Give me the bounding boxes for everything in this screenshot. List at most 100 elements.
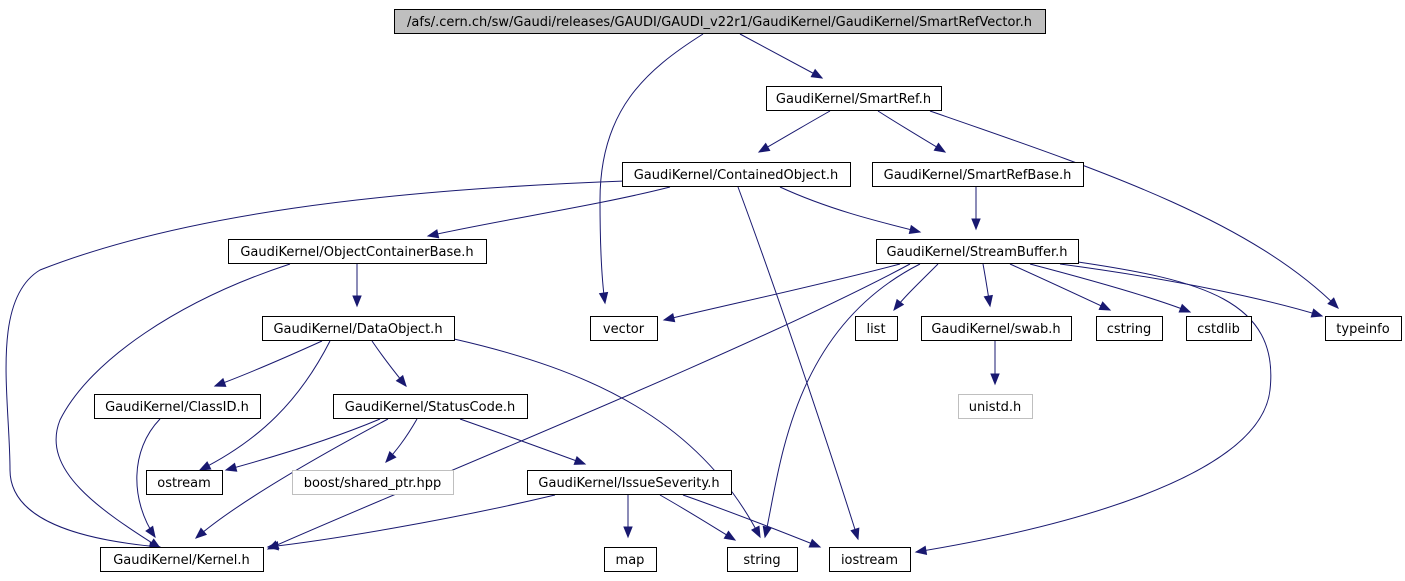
edge-contained-to-iostream <box>737 186 860 541</box>
node-list[interactable]: list <box>855 316 898 341</box>
node-label: GaudiKernel/DataObject.h <box>273 322 442 337</box>
edge-line <box>195 418 389 539</box>
arrowhead-icon <box>893 298 905 312</box>
node-box <box>394 9 1046 34</box>
node-box <box>921 316 1072 341</box>
node-streambuf[interactable]: GaudiKernel/StreamBuffer.h <box>876 239 1079 264</box>
edge-dataobject-to-statuscode <box>371 340 407 388</box>
node-ostream[interactable]: ostream <box>146 470 223 495</box>
edge-line <box>1059 263 1323 317</box>
arrowhead-icon <box>352 295 362 308</box>
node-box <box>527 470 732 495</box>
arrowhead-icon <box>623 526 633 539</box>
node-statuscode[interactable]: GaudiKernel/StatusCode.h <box>333 394 528 419</box>
node-label: unistd.h <box>969 400 1022 415</box>
edge-line <box>659 494 736 541</box>
arrowhead-icon <box>808 538 822 548</box>
edge-line <box>199 340 331 471</box>
arrowhead-icon <box>224 462 238 472</box>
edge-line <box>267 263 911 550</box>
node-swab[interactable]: GaudiKernel/swab.h <box>921 316 1072 341</box>
node-classid[interactable]: GaudiKernel/ClassID.h <box>94 394 261 419</box>
edge-line <box>758 110 831 153</box>
node-box <box>1096 316 1163 341</box>
node-box <box>146 470 223 495</box>
edge-line <box>459 418 586 465</box>
node-box <box>727 547 798 572</box>
node-issue[interactable]: GaudiKernel/IssueSeverity.h <box>527 470 732 495</box>
node-root[interactable]: /afs/.cern.ch/sw/Gaudi/releases/GAUDI/GA… <box>394 9 1046 34</box>
node-cstring[interactable]: cstring <box>1096 316 1163 341</box>
arrowhead-icon <box>145 525 156 539</box>
arrowhead-icon <box>198 461 212 471</box>
node-vector[interactable]: vector <box>590 316 658 341</box>
node-label: GaudiKernel/IssueSeverity.h <box>538 476 719 491</box>
arrowhead-icon <box>662 312 676 323</box>
node-box <box>872 162 1084 187</box>
edge-dataobject-to-ostream <box>198 340 331 471</box>
edge-line <box>1029 263 1191 313</box>
node-label: boost/shared_ptr.hpp <box>304 476 442 491</box>
edge-line <box>764 263 921 538</box>
node-box <box>100 547 264 572</box>
node-label: GaudiKernel/swab.h <box>931 322 1060 337</box>
arrowhead-icon <box>757 142 771 153</box>
node-iostream[interactable]: iostream <box>829 547 911 572</box>
node-contained[interactable]: GaudiKernel/ContainedObject.h <box>622 162 851 187</box>
arrowhead-icon <box>933 142 947 153</box>
edge-streambuf-to-cstring <box>1009 263 1112 311</box>
node-label: cstdlib <box>1197 322 1240 337</box>
arrowhead-icon <box>810 68 824 79</box>
node-box <box>829 547 911 572</box>
node-smartrefbase[interactable]: GaudiKernel/SmartRefBase.h <box>872 162 1084 187</box>
node-label: cstring <box>1107 322 1151 337</box>
node-box <box>958 394 1033 419</box>
edge-smartref-to-smartrefbase <box>877 110 947 153</box>
arrowhead-icon <box>426 229 440 239</box>
node-kernel[interactable]: GaudiKernel/Kernel.h <box>100 547 264 572</box>
arrowhead-icon <box>598 291 609 305</box>
arrowhead-icon <box>983 294 993 308</box>
nodes: /afs/.cern.ch/sw/Gaudi/releases/GAUDI/GA… <box>94 9 1402 572</box>
edge-line <box>877 110 946 153</box>
edges <box>5 33 1339 555</box>
edge-line <box>453 338 761 538</box>
node-cstdlib[interactable]: cstdlib <box>1186 316 1252 341</box>
node-label: GaudiKernel/ContainedObject.h <box>634 168 839 183</box>
edge-issue-to-iostream <box>682 494 822 548</box>
arrowhead-icon <box>971 218 981 231</box>
edge-statuscode-to-ostream <box>224 418 381 472</box>
node-label: GaudiKernel/StatusCode.h <box>345 400 515 415</box>
edge-statuscode-to-issue <box>459 418 587 465</box>
arrowhead-icon <box>385 451 397 464</box>
node-dataobject[interactable]: GaudiKernel/DataObject.h <box>262 316 455 341</box>
edge-line <box>737 186 859 540</box>
node-box <box>228 239 487 264</box>
edge-smartrefbase-to-streambuf <box>971 187 981 231</box>
arrowhead-icon <box>395 374 407 388</box>
node-string[interactable]: string <box>727 547 798 572</box>
arrowhead-icon <box>1327 297 1339 309</box>
edge-root-to-smartref <box>739 33 824 79</box>
node-label: iostream <box>841 553 898 568</box>
node-box <box>876 239 1079 264</box>
arrowhead-icon <box>850 527 860 541</box>
edge-root-to-vector <box>598 33 704 305</box>
node-sharedptr: boost/shared_ptr.hpp <box>292 470 454 495</box>
node-map[interactable]: map <box>604 547 657 572</box>
node-unistd: unistd.h <box>958 394 1033 419</box>
node-smartref[interactable]: GaudiKernel/SmartRef.h <box>766 86 942 111</box>
arrowhead-icon <box>1098 301 1112 311</box>
edge-issue-to-map <box>623 495 633 539</box>
edge-line <box>55 263 291 549</box>
edge-line <box>915 261 1272 553</box>
edge-streambuf-to-list <box>893 263 939 312</box>
edge-streambuf-to-vector <box>662 263 901 323</box>
arrowhead-icon <box>194 527 208 539</box>
node-objcont[interactable]: GaudiKernel/ObjectContainerBase.h <box>228 239 487 264</box>
edge-objcont-to-dataobject <box>352 264 362 308</box>
node-box <box>94 394 261 419</box>
node-typeinfo[interactable]: typeinfo <box>1325 316 1402 341</box>
arrowhead-icon <box>573 455 587 465</box>
node-label: typeinfo <box>1336 322 1389 337</box>
